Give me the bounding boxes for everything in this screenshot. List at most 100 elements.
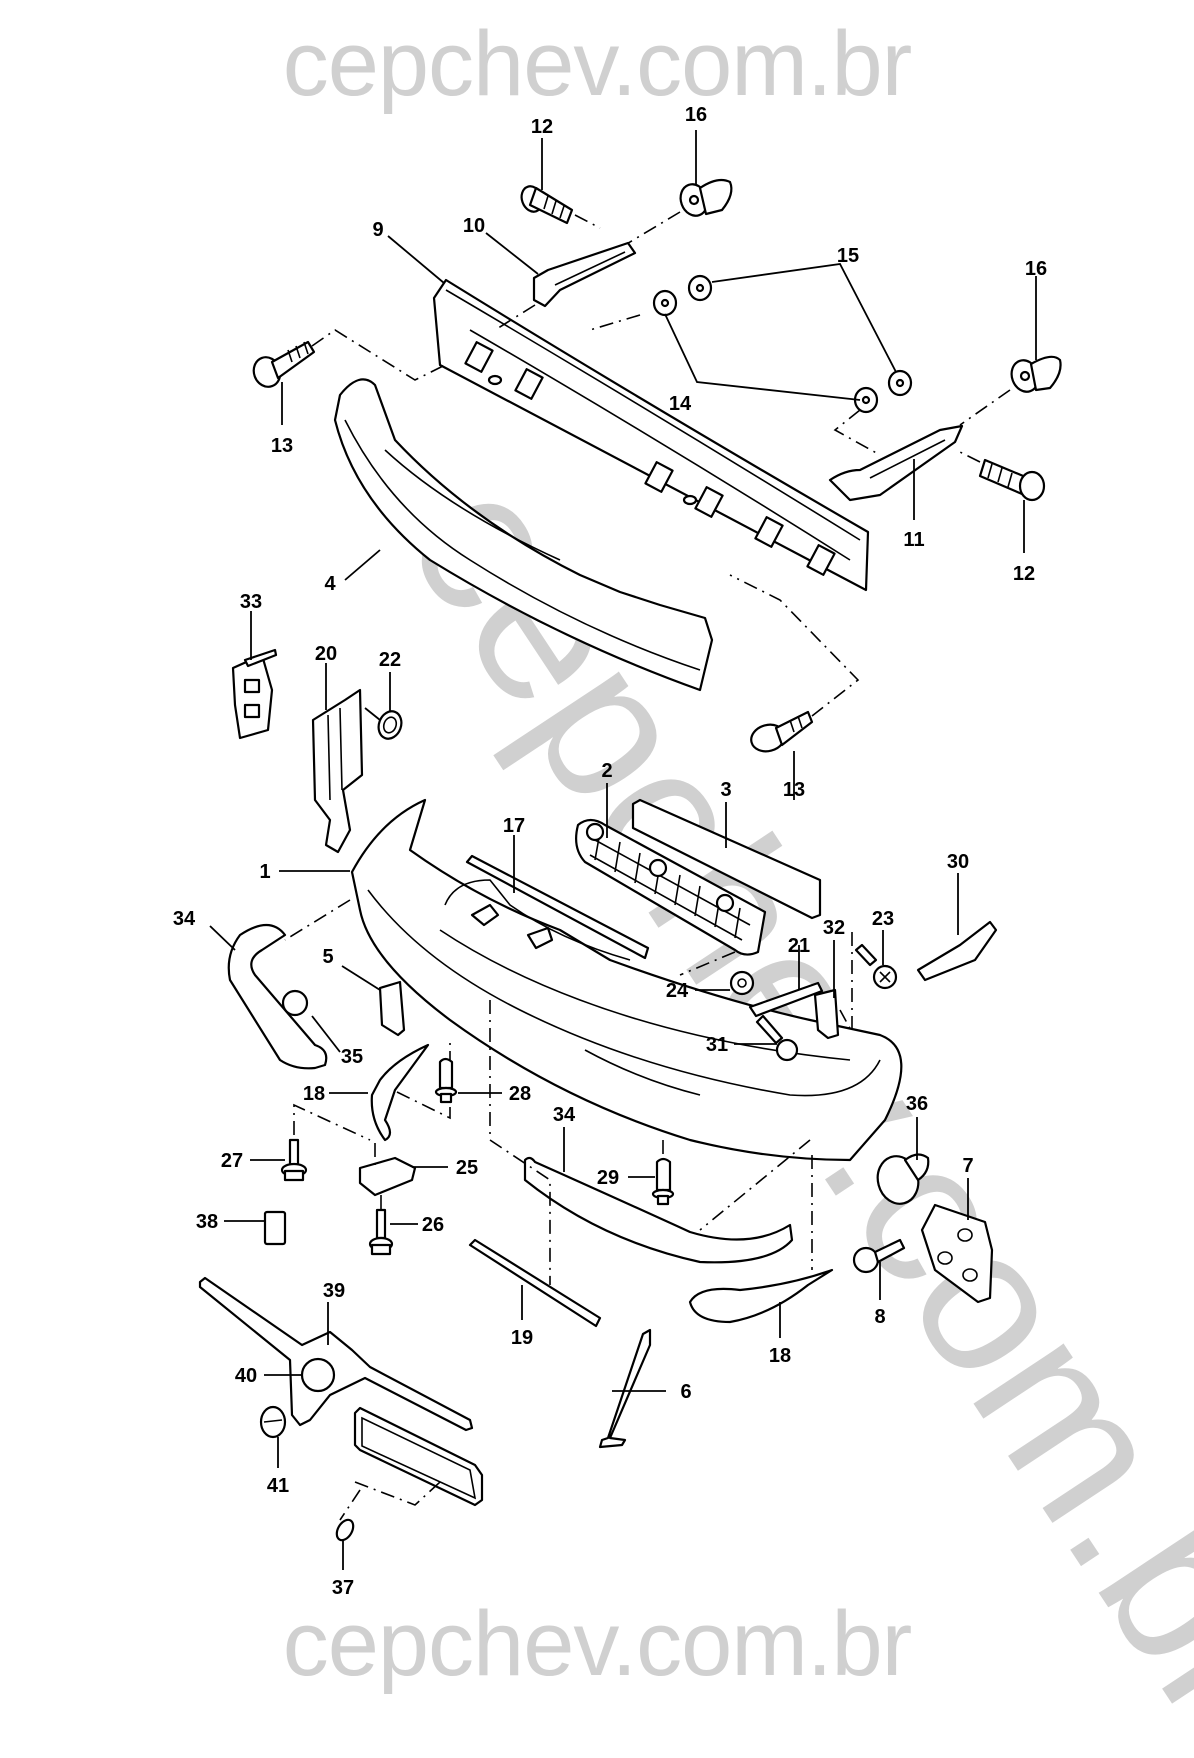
part-21-bracket-strip[interactable]	[748, 981, 824, 1018]
part-15-nut-upper[interactable]	[687, 274, 713, 302]
label-18b: 18	[769, 1345, 791, 1367]
part-33-bracket[interactable]	[231, 648, 278, 740]
label-13b: 13	[783, 779, 805, 801]
part-2-grille[interactable]	[575, 818, 767, 956]
part-17-upper-molding[interactable]	[465, 854, 650, 960]
part-39-lower-bracket[interactable]	[198, 1276, 474, 1432]
part-35-clip[interactable]	[281, 989, 309, 1017]
label-27: 27	[221, 1150, 243, 1172]
part-13-pin-lower[interactable]	[748, 710, 814, 755]
label-19: 19	[511, 1327, 533, 1349]
part-20-air-deflector[interactable]	[311, 688, 364, 854]
label-8: 8	[874, 1306, 885, 1328]
label-10: 10	[463, 215, 485, 237]
label-38: 38	[196, 1211, 218, 1233]
part-1-bumper-fascia[interactable]	[350, 798, 903, 1162]
part-29-pushpin[interactable]	[651, 1157, 675, 1206]
part-14-washer-lower[interactable]	[853, 386, 879, 414]
part-3-reinforcement-plate[interactable]	[631, 798, 822, 920]
part-4-energy-absorber[interactable]	[333, 378, 714, 692]
part-41-emblem[interactable]	[259, 1405, 287, 1439]
label-30: 30	[947, 851, 969, 873]
label-5: 5	[322, 946, 333, 968]
label-28: 28	[509, 1083, 531, 1105]
label-11: 11	[903, 529, 924, 551]
label-29: 29	[597, 1167, 619, 1189]
label-3: 3	[720, 779, 731, 801]
label-39: 39	[323, 1280, 345, 1302]
label-20: 20	[315, 643, 337, 665]
part-13-pin-left[interactable]	[250, 340, 316, 391]
part-5-cover-plate[interactable]	[378, 980, 406, 1037]
label-13a: 13	[271, 435, 293, 457]
label-18a: 18	[303, 1083, 325, 1105]
label-4: 4	[324, 573, 336, 595]
label-32: 32	[823, 917, 845, 939]
label-40: 40	[235, 1365, 257, 1387]
part-28-pushpin[interactable]	[434, 1057, 458, 1104]
label-7: 7	[962, 1155, 973, 1177]
label-6: 6	[680, 1381, 691, 1403]
label-24: 24	[666, 980, 689, 1002]
part-12-bolt-top[interactable]	[518, 183, 574, 225]
part-7-mounting-bracket[interactable]	[920, 1203, 994, 1304]
part-8-screw[interactable]	[852, 1238, 906, 1274]
part-27-bolt[interactable]	[280, 1138, 308, 1182]
part-18-deflector-right[interactable]	[688, 1268, 834, 1324]
part-25-retainer[interactable]	[358, 1156, 417, 1197]
part-24-nut[interactable]	[729, 970, 755, 996]
part-16-pushpin-right[interactable]	[1007, 355, 1062, 396]
label-23: 23	[872, 908, 894, 930]
label-21: 21	[788, 935, 810, 957]
part-23-screw[interactable]	[854, 943, 898, 990]
part-36-cap[interactable]	[872, 1152, 930, 1209]
part-14-washer-upper[interactable]	[652, 289, 678, 317]
part-22-grommet[interactable]	[375, 708, 405, 742]
label-17: 17	[503, 815, 525, 837]
part-12-bolt-right[interactable]	[978, 458, 1046, 502]
label-35: 35	[341, 1046, 363, 1068]
part-32-clip[interactable]	[813, 988, 840, 1040]
part-18-deflector-left[interactable]	[370, 1043, 430, 1142]
label-36: 36	[906, 1093, 928, 1115]
label-9: 9	[372, 219, 383, 241]
label-16b: 16	[1025, 258, 1047, 280]
part-30-bracket[interactable]	[916, 920, 998, 982]
part-19-lower-strip[interactable]	[468, 1238, 602, 1328]
label-16a: 16	[685, 104, 707, 126]
part-6-tow-hook[interactable]	[598, 1328, 652, 1449]
label-33: 33	[240, 591, 262, 613]
label-12a: 12	[531, 116, 553, 138]
part-34-trim-left[interactable]	[227, 923, 328, 1070]
part-26-bolt[interactable]	[368, 1208, 394, 1256]
exploded-parts-diagram: 12 16 9 10 15 16 13 14 11 12 4 33 20 22 …	[173, 104, 1062, 1599]
label-15: 15	[837, 245, 859, 267]
part-38-bracket[interactable]	[263, 1210, 287, 1246]
label-31: 31	[706, 1034, 728, 1056]
label-22: 22	[379, 649, 401, 671]
label-14: 14	[669, 393, 692, 415]
label-12b: 12	[1013, 563, 1035, 585]
part-15-nut-lower[interactable]	[887, 369, 913, 397]
label-2: 2	[601, 760, 612, 782]
part-10-bracket-left[interactable]	[532, 241, 637, 308]
label-1: 1	[259, 861, 270, 883]
label-34b: 34	[553, 1104, 576, 1126]
label-34a: 34	[173, 908, 196, 930]
part-9-bumper-reinforcement[interactable]	[432, 278, 870, 592]
label-26: 26	[422, 1214, 444, 1236]
part-34-trim-lower[interactable]	[523, 1156, 794, 1264]
label-25: 25	[456, 1157, 478, 1179]
part-11-bracket-right[interactable]	[828, 424, 964, 502]
watermark-bottom: cepchev.com.br	[282, 1593, 913, 1695]
leader-lines	[209, 130, 1037, 1570]
part-31-bolt[interactable]	[755, 1014, 799, 1062]
license-plate-holder[interactable]	[353, 1406, 484, 1507]
part-16-pushpin-top[interactable]	[676, 178, 733, 219]
label-41: 41	[267, 1475, 289, 1497]
label-37: 37	[332, 1577, 354, 1599]
part-37-screw[interactable]	[333, 1517, 356, 1543]
part-40-fog-lamp[interactable]	[300, 1357, 336, 1393]
callout-labels: 12 16 9 10 15 16 13 14 11 12 4 33 20 22 …	[173, 104, 1047, 1599]
watermark-top: cepchev.com.br	[282, 13, 913, 115]
